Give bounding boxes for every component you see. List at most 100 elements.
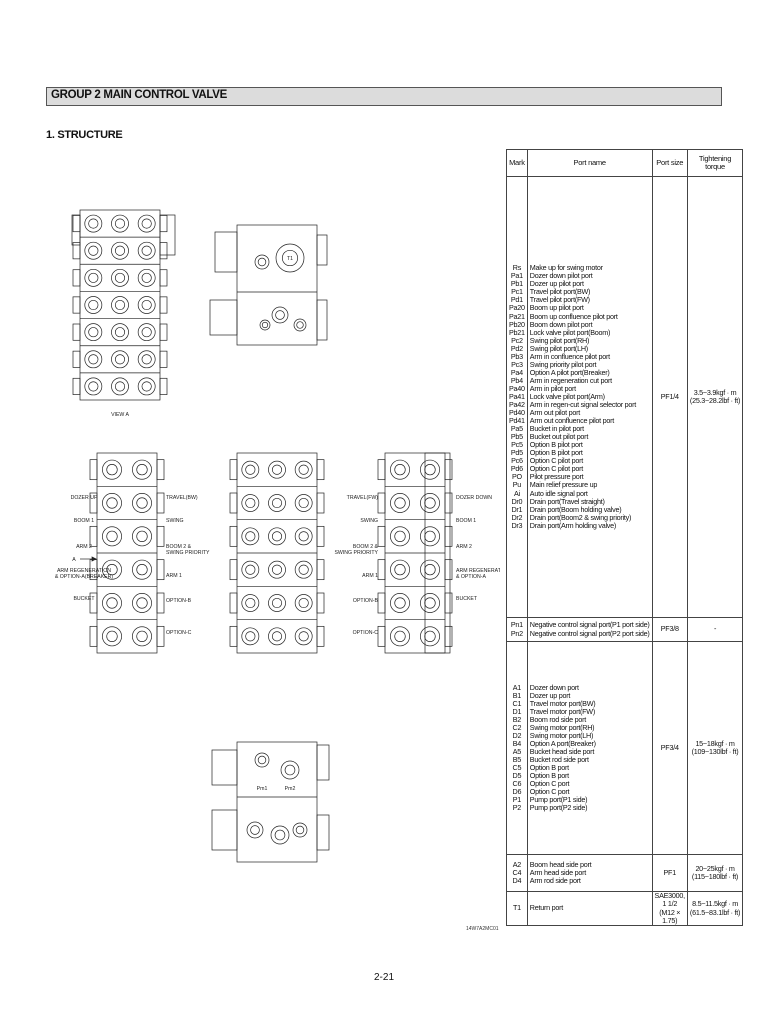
port-circle <box>280 760 300 780</box>
port-circle <box>84 214 103 233</box>
port-circle <box>111 214 129 233</box>
port-circle <box>298 564 309 575</box>
port-name-cell-line: Travel motor port(FW) <box>529 706 595 716</box>
port-circle <box>424 464 436 476</box>
spool-cap <box>444 559 453 581</box>
port-circle <box>137 350 156 369</box>
port-name-cell-line: Dozer down port <box>529 682 579 692</box>
spool-cap <box>377 492 386 514</box>
spool-cap <box>316 492 325 514</box>
section-title: 1. STRUCTURE <box>46 129 123 141</box>
port-circle <box>84 350 103 369</box>
mark-cell-line: C5 <box>512 763 522 773</box>
mark-cell-line: C4 <box>512 867 522 877</box>
port-circle <box>271 597 283 609</box>
port-circle <box>268 627 286 646</box>
port-name-cell-line: Arm in regen-cut signal selector port <box>529 400 636 410</box>
spool-cap <box>316 299 328 341</box>
port-name-cell-line: Arm in pilot port <box>529 383 576 393</box>
port-circle <box>136 464 148 476</box>
port-name-cell-line: Travel pilot port(BW) <box>529 287 591 297</box>
t1-label: T1 <box>287 256 293 262</box>
port-name-cell-line: Boom up pilot port <box>529 303 584 313</box>
port-circle <box>141 299 152 311</box>
right-port-label: DOZER DOWN <box>456 495 492 501</box>
port-name-cell-line: Boom up confluence pilot port <box>529 311 618 321</box>
port-name-cell-line: Drain port(Boom2 & swing priority) <box>529 512 632 522</box>
port-circle <box>390 526 410 547</box>
mark-cell-line: Pd41 <box>509 416 525 426</box>
col-port-name: Port name <box>526 149 653 177</box>
left-port-label: BUCKET <box>73 596 95 602</box>
col-port-size: Port size <box>651 149 688 177</box>
port-circle <box>241 494 260 512</box>
mark-cell-line: Pd1 <box>510 295 523 305</box>
port-circle <box>88 381 99 392</box>
right-left-port-label: OPTION-C <box>353 630 379 636</box>
port-circle <box>241 460 260 479</box>
mark-cell-line: P2 <box>512 803 522 813</box>
port-circle <box>114 245 126 256</box>
port-name-cell-line: Make up for swing motor <box>529 263 603 273</box>
port-circle <box>141 245 152 256</box>
port-name-cell: Return port <box>526 891 653 926</box>
valve-body-outline <box>236 224 318 346</box>
page-number: 2-21 <box>373 972 394 983</box>
port-name-cell-line: Swing priority pilot port <box>529 359 597 369</box>
port-circle <box>137 296 156 314</box>
torque-cell: 3.5~3.9kgf · m(25.3~28.2lbf · ft) <box>686 176 744 618</box>
port-circle <box>102 459 122 480</box>
spool-cap <box>159 350 168 368</box>
spool-cap <box>209 299 238 336</box>
port-circle <box>268 460 286 479</box>
port-circle <box>137 241 156 260</box>
right-left-port-label: OPTION-B <box>353 598 379 604</box>
right-port-label: ARM 2 <box>456 544 472 550</box>
port-name-cell-line: Travel pilot port(FW) <box>529 295 590 305</box>
port-circle <box>268 494 286 512</box>
spool-cap <box>444 492 453 514</box>
port-name-cell-line: Boom head side port <box>529 859 592 869</box>
mark-cell-line: B1 <box>512 690 522 700</box>
port-name-cell-line: Drain port(Arm holding valve) <box>529 520 617 530</box>
port-circle <box>390 626 410 647</box>
port-circle <box>141 381 152 392</box>
port-circle <box>261 321 269 329</box>
mark-cell-line: Pd40 <box>509 408 525 418</box>
spool-cap <box>316 814 330 851</box>
port-name-cell-line: Arm head side port <box>529 867 587 877</box>
port-name-cell-line: Option C port <box>529 787 570 797</box>
torque-cell-line: 15~18kgf · m <box>695 738 735 748</box>
right-port-label: BUCKET <box>456 596 478 602</box>
port-circle <box>275 310 285 320</box>
port-circle <box>132 459 152 480</box>
figure-code: 14W7A2MC01 <box>466 926 499 932</box>
port-circle <box>390 559 410 580</box>
port-spec-table: Mark Port name Port size Tightening torq… <box>506 149 744 926</box>
torque-cell: 8.5~11.5kgf · m(61.5~83.1lbf · ft) <box>686 891 744 926</box>
torque-cell: 15~18kgf · m(109~130lbf · ft) <box>686 641 744 855</box>
port-circle <box>137 377 156 396</box>
mark-cell-line: Pd5 <box>510 448 523 458</box>
spool-cap <box>316 559 325 581</box>
mark-cell-line: A2 <box>512 859 522 869</box>
port-circle <box>111 296 129 314</box>
spool-cap <box>89 459 98 481</box>
port-circle <box>257 755 267 765</box>
port-circle <box>424 630 436 642</box>
spool-cap <box>444 592 453 614</box>
port-circle <box>298 464 309 475</box>
port-name-cell-line: Pump port(P1 side) <box>529 795 588 805</box>
col-torque: Tightening torque <box>686 149 744 177</box>
port-circle <box>259 319 271 331</box>
mark-cell-line: C1 <box>512 698 522 708</box>
port-circle <box>296 321 304 329</box>
right-left-port-label: BOOM 2 & <box>353 544 379 550</box>
mark-cell-line: Pb20 <box>509 319 525 329</box>
spool-cap <box>72 269 81 287</box>
pm-label: Pm1 <box>257 786 268 792</box>
port-circle <box>111 268 129 287</box>
